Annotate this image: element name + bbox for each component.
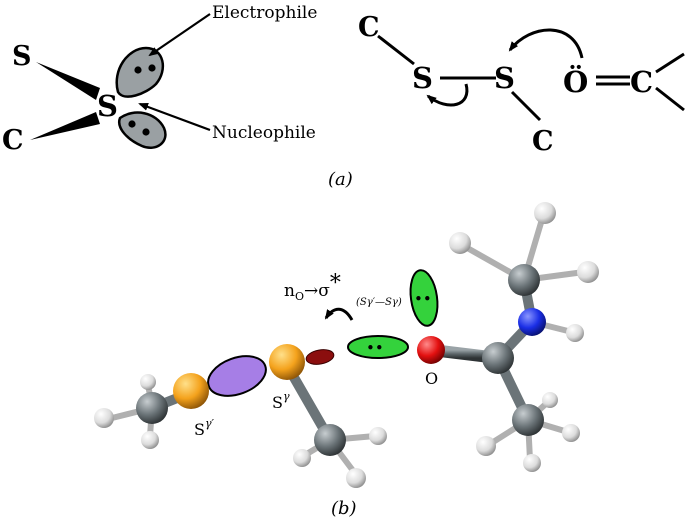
bond-s2-c bbox=[510, 90, 542, 122]
curved-arrow-o-to-s bbox=[508, 28, 584, 59]
electrophile-label: Electrophile bbox=[212, 3, 317, 23]
nucleophile-label: Nucleophile bbox=[212, 123, 316, 143]
atom-s2: S bbox=[494, 61, 515, 95]
interaction-sigma: σ bbox=[318, 281, 330, 301]
hydrogen-atom bbox=[346, 468, 366, 488]
interaction-arrow: → bbox=[304, 281, 318, 301]
bond-c-s1 bbox=[377, 34, 415, 66]
hydrogen-atom bbox=[534, 202, 556, 224]
interaction-o-sub: O bbox=[295, 290, 304, 303]
interaction-n: n bbox=[284, 281, 295, 301]
lone-pair-orbital-horizontal bbox=[347, 335, 409, 359]
hydrogen-atom bbox=[577, 261, 599, 283]
label-s-gamma: Sγ bbox=[272, 390, 290, 412]
label-s-gamma-base: S bbox=[272, 393, 283, 412]
atom-c-right: C bbox=[630, 65, 653, 99]
hydrogen-atom bbox=[140, 374, 156, 390]
atom-s-top: S bbox=[12, 41, 32, 72]
panel-a-right-structure: C S S C Ö C bbox=[358, 12, 685, 157]
caption-b: (b) bbox=[331, 498, 357, 519]
carbon-atom bbox=[508, 264, 540, 296]
atom-s-center: S bbox=[97, 89, 118, 123]
hydrogen-atom bbox=[293, 449, 311, 467]
interaction-star: * bbox=[330, 271, 341, 296]
interaction-label-text: nO→σ* bbox=[284, 271, 341, 303]
lone-pair-dot bbox=[148, 64, 156, 72]
lone-pair-orbital-vertical bbox=[409, 269, 439, 327]
sulfur-atom-gamma bbox=[269, 344, 305, 380]
lone-pair-dots: •• bbox=[414, 290, 432, 308]
panel-b-molecule: •• •• bbox=[94, 202, 599, 488]
orbital-interaction-label: nO→σ* (Sγ′—Sγ) bbox=[284, 271, 402, 308]
label-o: O bbox=[425, 369, 438, 388]
hydrogen-atom bbox=[542, 392, 558, 408]
hydrogen-atom bbox=[369, 427, 387, 445]
atom-s1: S bbox=[412, 61, 433, 95]
hydrogen-atom bbox=[476, 436, 496, 456]
label-s-gamma-prime-base: S bbox=[194, 420, 205, 439]
nitrogen-atom bbox=[518, 308, 546, 336]
label-s-gamma-prime: Sγ′ bbox=[194, 417, 215, 439]
sulfur-atom-gamma-prime bbox=[173, 373, 209, 409]
panel-a-left-structure: S S C Electrophile Nucleophile bbox=[2, 3, 317, 156]
label-s-gamma-sup: γ bbox=[283, 390, 290, 403]
label-s-gamma-prime-sup: γ′ bbox=[205, 417, 215, 430]
carbon-atom bbox=[136, 392, 168, 424]
bond-c-methyl-up bbox=[655, 52, 685, 74]
curved-arrow-no-sigma bbox=[324, 307, 354, 321]
nucleophile-arrow bbox=[138, 102, 211, 132]
atom-o: Ö bbox=[563, 63, 588, 99]
hydrogen-atom bbox=[94, 408, 114, 428]
sigma-orbital bbox=[207, 355, 267, 397]
atom-c-bottom: C bbox=[532, 126, 554, 157]
carbon-atom bbox=[482, 342, 514, 374]
wedge-bond-c-s bbox=[30, 112, 100, 140]
curved-arrow-bond-to-s bbox=[426, 83, 469, 107]
caption-a: (a) bbox=[328, 169, 353, 190]
carbon-atom bbox=[512, 404, 544, 436]
sigma-star-lobe bbox=[305, 349, 335, 365]
hydrogen-atom bbox=[141, 431, 159, 449]
lone-pair-dots: •• bbox=[366, 339, 384, 357]
hydrogen-atom bbox=[523, 454, 541, 472]
lone-pair-cloud-lower bbox=[117, 111, 167, 149]
wedge-bond-s-s bbox=[36, 62, 100, 100]
oxygen-atom bbox=[417, 336, 445, 364]
electrophile-arrow bbox=[148, 13, 211, 57]
interaction-sub: (Sγ′—Sγ) bbox=[356, 297, 402, 308]
carbon-atom bbox=[314, 424, 346, 456]
lone-pair-dot bbox=[134, 66, 142, 74]
bond-c-methyl-down bbox=[655, 86, 685, 112]
hydrogen-atom bbox=[449, 232, 471, 254]
lone-pair-dot bbox=[142, 128, 150, 136]
atom-c-left: C bbox=[2, 125, 24, 156]
atom-c-top: C bbox=[358, 12, 380, 43]
lone-pair-dot bbox=[128, 120, 136, 128]
hydrogen-atom bbox=[562, 424, 580, 442]
hydrogen-atom bbox=[566, 324, 584, 342]
